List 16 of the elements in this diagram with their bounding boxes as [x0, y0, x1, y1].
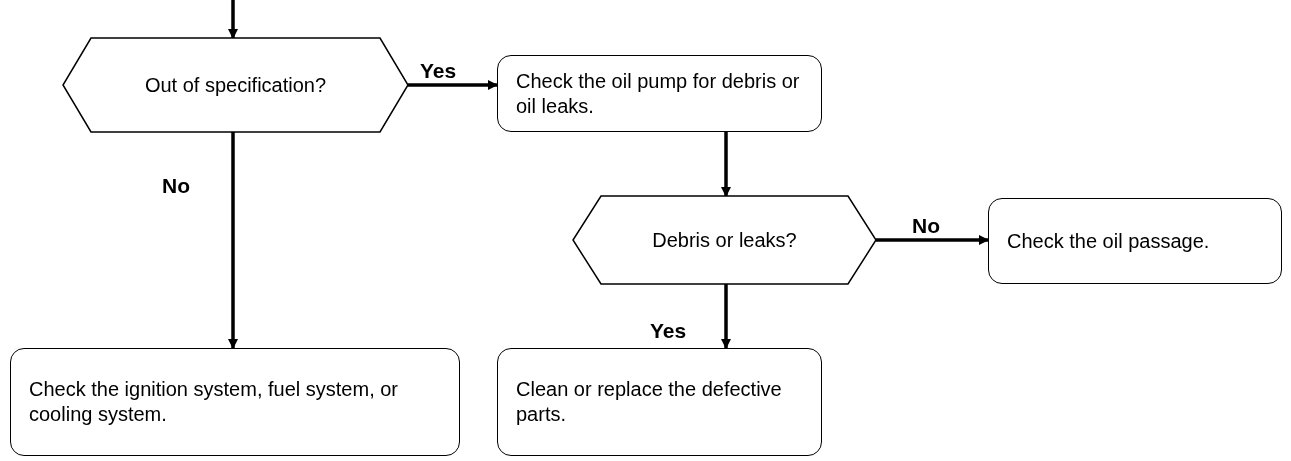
node-text: Debris or leaks? — [652, 227, 797, 253]
arrow — [876, 235, 989, 245]
arrow — [408, 80, 498, 90]
arrow — [721, 284, 731, 349]
process-box — [988, 198, 1282, 284]
process-box — [10, 348, 460, 456]
arrow — [228, 132, 238, 349]
node-text: Clean or replace the defective parts. — [516, 377, 783, 427]
node-text: Check the ignition system, fuel system, or cooling system. — [29, 377, 400, 427]
node-text: Check the oil passage. — [1007, 228, 1210, 254]
node-text: Check the oil pump for debris or oil leaks. — [516, 68, 801, 119]
node-text: Out of specification? — [144, 72, 327, 98]
process-box — [497, 55, 822, 132]
arrow — [228, 0, 238, 39]
process-box — [497, 348, 822, 456]
arrow — [721, 132, 731, 197]
